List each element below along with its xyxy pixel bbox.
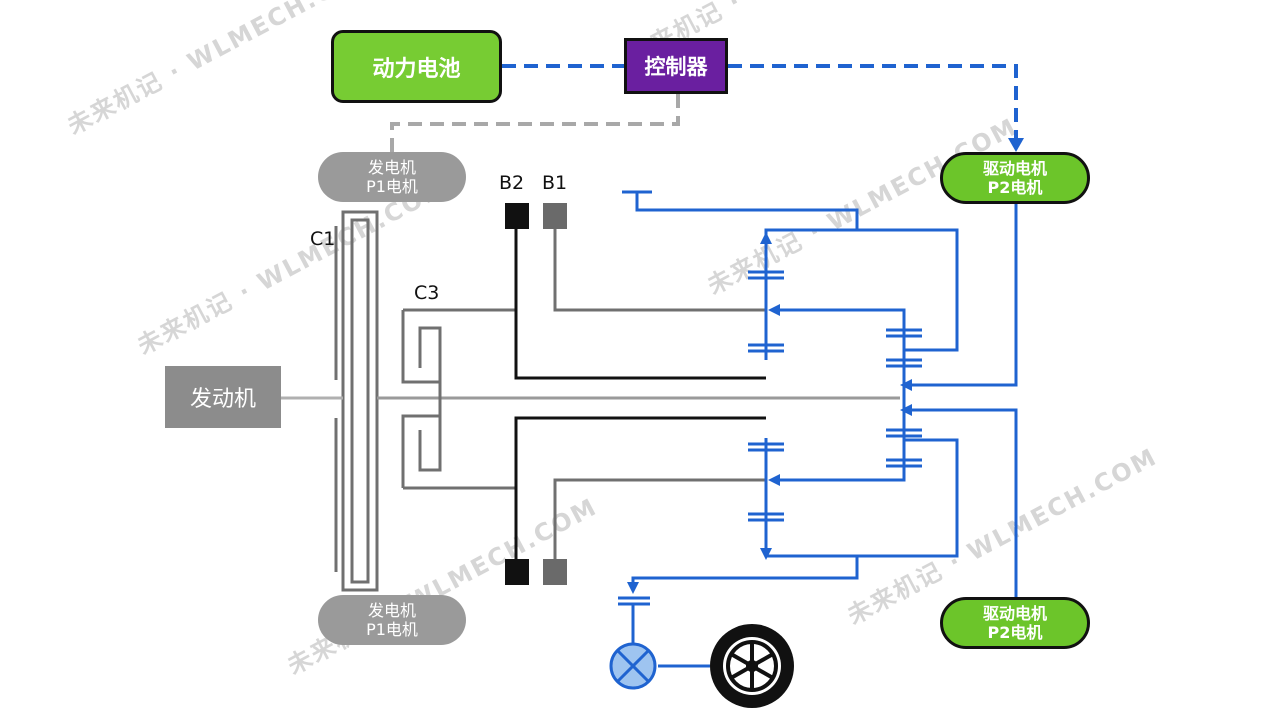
generator-p1-top: 发电机 P1电机	[318, 152, 466, 202]
engine: 发动机	[165, 366, 281, 428]
clutch-c1	[334, 210, 379, 592]
engine-label: 发动机	[189, 387, 256, 412]
generator-label-line1: 发电机	[367, 601, 416, 620]
label-b2: B2	[499, 172, 525, 194]
drive-motor-p2-top: 驱动电机 P2电机	[940, 152, 1090, 204]
generator-p1-bottom: 发电机 P1电机	[318, 595, 466, 645]
controller-to-motor-link	[728, 64, 1018, 140]
differential-icon	[609, 642, 657, 690]
flow-arrows	[627, 232, 912, 594]
control-links	[390, 64, 1024, 152]
motor-label-line1: 驱动电机	[982, 159, 1047, 178]
generator-label-line2: P1电机	[366, 177, 418, 196]
label-b1: B1	[542, 172, 568, 194]
generator-label-line2: P1电机	[366, 620, 418, 639]
controller-to-generator-link	[390, 94, 680, 152]
label-c1: C1	[310, 228, 336, 250]
controller-to-motor-arrow	[1008, 138, 1024, 152]
drive-motor-p2-bottom: 驱动电机 P2电机	[940, 597, 1090, 649]
motor-label-line2: P2电机	[987, 178, 1043, 197]
power-battery: 动力电池	[331, 30, 502, 103]
generator-label-line1: 发电机	[367, 158, 416, 177]
label-c3: C3	[414, 282, 440, 304]
planetary-gearset	[618, 190, 1018, 668]
controller: 控制器	[624, 38, 728, 94]
controller-label: 控制器	[644, 55, 708, 79]
clutch-c3	[401, 308, 516, 490]
brake-b1	[543, 203, 766, 585]
motor-label-line2: P2电机	[987, 623, 1043, 642]
motor-label-line1: 驱动电机	[982, 604, 1047, 623]
brake-b2	[505, 203, 766, 585]
wheel-icon	[710, 624, 794, 708]
power-battery-label: 动力电池	[372, 56, 461, 82]
